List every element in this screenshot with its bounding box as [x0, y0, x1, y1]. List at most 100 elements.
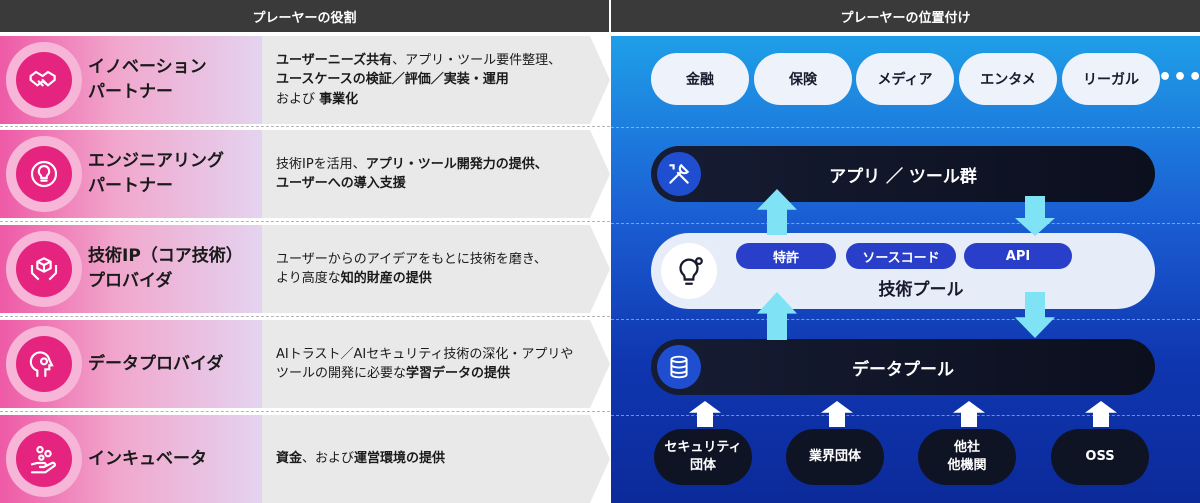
- emphasis-text: 運営環境の提供: [354, 451, 446, 467]
- role-title-line: パートナー: [88, 176, 173, 196]
- industry-pill: エンタメ: [959, 53, 1057, 105]
- industry-pill: 保険: [754, 53, 852, 105]
- role-row: インキュベータ 資金、および運営環境の提供: [0, 415, 610, 503]
- up-arrow-icon: [821, 401, 853, 431]
- description-text: ユーザーからのアイデアをもとに技術を磨き、: [276, 251, 547, 267]
- role-description: AIトラスト／AIセキュリティ技術の深化・アプリやツールの開発に必要な学習データ…: [276, 320, 594, 408]
- role-title-line: プロバイダ: [88, 271, 173, 291]
- tech-pool-label: 技術プール: [878, 280, 964, 300]
- role-icon-badge: [6, 421, 82, 497]
- description-text: 、アプリ・ツール要件整理、: [392, 52, 562, 68]
- role-description-line: より高度な知的財産の提供: [276, 269, 594, 289]
- role-description-panel: 技術IPを活用、アプリ・ツール開発力の提供、ユーザーへの導入支援: [262, 130, 610, 218]
- description-text: より高度な: [276, 271, 341, 286]
- role-row: 技術IP（コア技術）プロバイダユーザーからのアイデアをもとに技術を磨き、より高度…: [0, 225, 610, 313]
- positioning-header: プレーヤーの位置付け: [611, 0, 1200, 32]
- role-icon-badge: [6, 42, 82, 118]
- lightbulb-gear-icon: [661, 243, 717, 299]
- down-arrow-icon: [1015, 292, 1055, 342]
- emphasis-text: 学習データの提供: [406, 366, 511, 381]
- tech-chip: ソースコード: [846, 243, 956, 269]
- role-icon-badge: [6, 136, 82, 212]
- band-divider: [611, 127, 1200, 128]
- emphasis-text: ユーザーニーズ共有: [276, 52, 393, 68]
- role-description-line: AIトラスト／AIセキュリティ技術の深化・アプリや: [276, 345, 594, 365]
- tech-pool: 特許ソースコード API 技術プール: [651, 233, 1155, 309]
- positioning-panel: 金融保険メディアエンタメリーガル ••• アプリ ／ ツール群 特許ソースコード…: [611, 36, 1200, 503]
- handshake-icon: [16, 52, 72, 108]
- role-description-line: ユーザーからのアイデアをもとに技術を磨き、: [276, 250, 594, 270]
- row-divider: [0, 221, 610, 222]
- role-title-line: データプロバイダ: [88, 353, 224, 374]
- role-description: ユーザーニーズ共有、アプリ・ツール要件整理、ユースケースの検証／評価／実装・運用…: [276, 36, 594, 124]
- source-pill: 他社他機関: [918, 429, 1016, 485]
- role-description: 技術IPを活用、アプリ・ツール開発力の提供、ユーザーへの導入支援: [276, 130, 594, 218]
- emphasis-text: 事業化: [319, 91, 359, 107]
- emphasis-text: アプリ・ツール開発力の提供、: [365, 156, 548, 172]
- role-title: イノベーションパートナー: [88, 36, 260, 124]
- role-label-panel: イノベーションパートナー: [0, 36, 262, 124]
- up-arrow-icon: [757, 292, 797, 344]
- role-title-line: イノベーション: [88, 57, 207, 78]
- emphasis-text: ユーザーへの導入支援: [276, 176, 406, 191]
- band-divider: [611, 415, 1200, 416]
- source-label-line: 業界団体: [808, 449, 861, 465]
- role-row: データプロバイダ AIトラスト／AIセキュリティ技術の深化・アプリやツールの開発に…: [0, 320, 610, 408]
- tools-icon: [657, 152, 701, 196]
- source-label-line: 団体: [689, 458, 716, 473]
- role-description-line: 技術IPを活用、アプリ・ツール開発力の提供、: [276, 155, 594, 175]
- tech-chip: API: [964, 243, 1072, 269]
- source-label-line: 他機関: [947, 458, 987, 473]
- role-label-panel: インキュベータ: [0, 415, 262, 503]
- role-description-line: および 事業化: [276, 90, 594, 110]
- source-label-line: セキュリティ: [664, 440, 742, 456]
- description-text: AIトラスト／AIセキュリティ技術の深化・アプリや: [276, 346, 574, 362]
- role-title-line: 技術IP（コア技術）: [88, 246, 243, 267]
- role-label-panel: エンジニアリングパートナー: [0, 130, 262, 218]
- role-title-line: エンジニアリング: [88, 151, 224, 172]
- database-icon: [657, 345, 701, 389]
- role-description: 資金、および運営環境の提供: [276, 415, 594, 503]
- emphasis-text: ユースケースの検証／評価／実装・運用: [276, 72, 509, 88]
- role-description-line: ユースケースの検証／評価／実装・運用: [276, 70, 594, 90]
- hand-coins-icon: [16, 431, 72, 487]
- data-pool: データプール: [651, 339, 1155, 395]
- role-title: エンジニアリングパートナー: [88, 130, 260, 218]
- source-pill: 業界団体: [786, 429, 884, 485]
- role-description-line: ツールの開発に必要な学習データの提供: [276, 364, 594, 384]
- role-title: 技術IP（コア技術） プロバイダ: [88, 225, 260, 313]
- source-pill: セキュリティ団体: [654, 429, 752, 485]
- up-arrow-icon: [689, 401, 721, 431]
- role-description-panel: ユーザーニーズ共有、アプリ・ツール要件整理、ユースケースの検証／評価／実装・運用…: [262, 36, 610, 124]
- role-icon-badge: [6, 326, 82, 402]
- head-brain-icon: [16, 336, 72, 392]
- row-divider: [0, 316, 610, 317]
- app-tool-pool: アプリ ／ ツール群: [651, 146, 1155, 202]
- role-description-line: ユーザーニーズ共有、アプリ・ツール要件整理、: [276, 51, 594, 71]
- role-label-panel: 技術IP（コア技術） プロバイダ: [0, 225, 262, 313]
- source-pill: OSS: [1051, 429, 1149, 485]
- up-arrow-icon: [1085, 401, 1117, 431]
- source-label-line: OSS: [1085, 449, 1115, 465]
- description-text: 技術IPを活用、: [276, 156, 366, 172]
- role-title-line: インキュベータ: [88, 448, 207, 469]
- up-arrow-icon: [953, 401, 985, 431]
- band-divider: [611, 223, 1200, 224]
- role-description-panel: ユーザーからのアイデアをもとに技術を磨き、より高度な知的財産の提供: [262, 225, 610, 313]
- role-row: イノベーションパートナーユーザーニーズ共有、アプリ・ツール要件整理、ユースケース…: [0, 36, 610, 124]
- row-divider: [0, 411, 610, 412]
- app-tool-pool-label: アプリ ／ ツール群: [829, 166, 977, 187]
- more-industries-indicator: •••: [1158, 65, 1200, 90]
- role-title: インキュベータ: [88, 415, 260, 503]
- up-arrow-icon: [757, 189, 797, 239]
- down-arrow-icon: [1015, 196, 1055, 240]
- tech-chip: 特許: [736, 243, 836, 269]
- role-title: データプロバイダ: [88, 320, 260, 408]
- role-description-panel: AIトラスト／AIセキュリティ技術の深化・アプリやツールの開発に必要な学習データ…: [262, 320, 610, 408]
- industry-pill: リーガル: [1062, 53, 1160, 105]
- role-row: エンジニアリングパートナー技術IPを活用、アプリ・ツール開発力の提供、ユーザーへ…: [0, 130, 610, 218]
- emphasis-text: 資金: [276, 451, 303, 467]
- role-title-line: パートナー: [88, 82, 173, 102]
- role-label-panel: データプロバイダ: [0, 320, 262, 408]
- industry-pill: 金融: [651, 53, 749, 105]
